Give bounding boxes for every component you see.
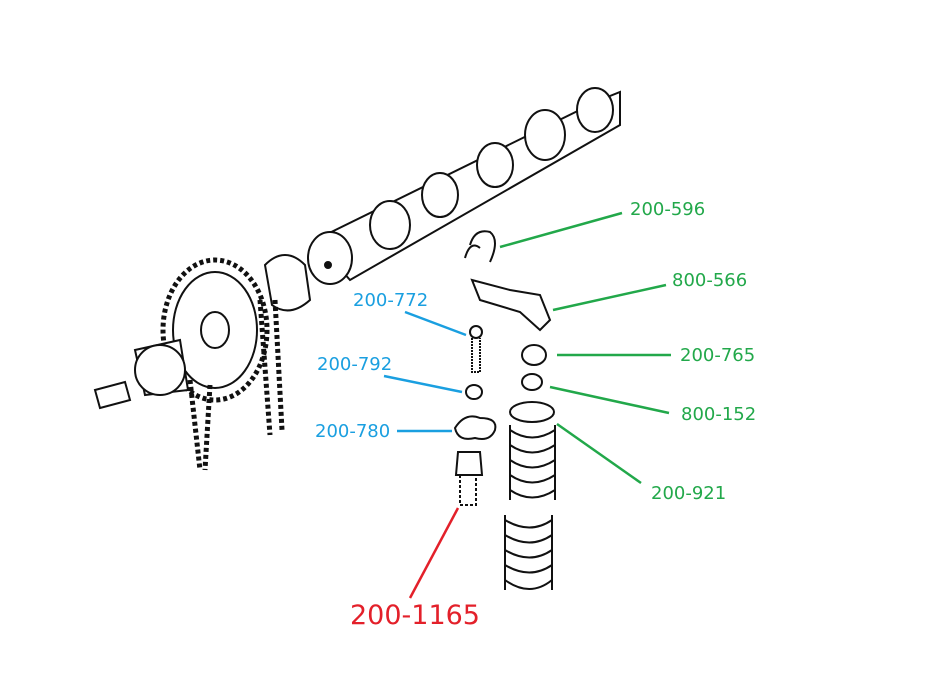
leader-200-1165 [408,507,460,599]
label-200-921: 200-921 [651,483,727,504]
rocker-stud [454,451,484,506]
label-800-152: 800-152 [681,404,757,425]
label-200-765: 200-765 [680,345,756,366]
leader-200-596 [499,211,623,249]
spring-clip [464,230,496,263]
label-200-596: 200-596 [630,199,706,220]
leader-800-152 [549,385,670,415]
thrust-plate [263,254,312,312]
camshaft [307,87,621,285]
guide-plate [453,415,497,440]
leader-200-921 [556,422,642,485]
leader-200-792 [383,374,463,394]
label-800-566: 800-566 [672,270,748,291]
rocker-arm [470,278,552,332]
leader-800-566 [552,283,667,312]
nut [465,384,483,400]
label-200-792: 200-792 [317,354,393,375]
ball-stud [469,325,483,373]
leader-200-772 [404,310,467,337]
pivot-nut [521,373,543,391]
valve-spring [504,401,556,590]
label-200-772: 200-772 [353,290,429,311]
timing-sprocket-chain [93,257,285,471]
label-200-1165: 200-1165 [350,600,480,631]
pivot-ball [521,344,547,366]
label-200-780: 200-780 [315,421,391,442]
